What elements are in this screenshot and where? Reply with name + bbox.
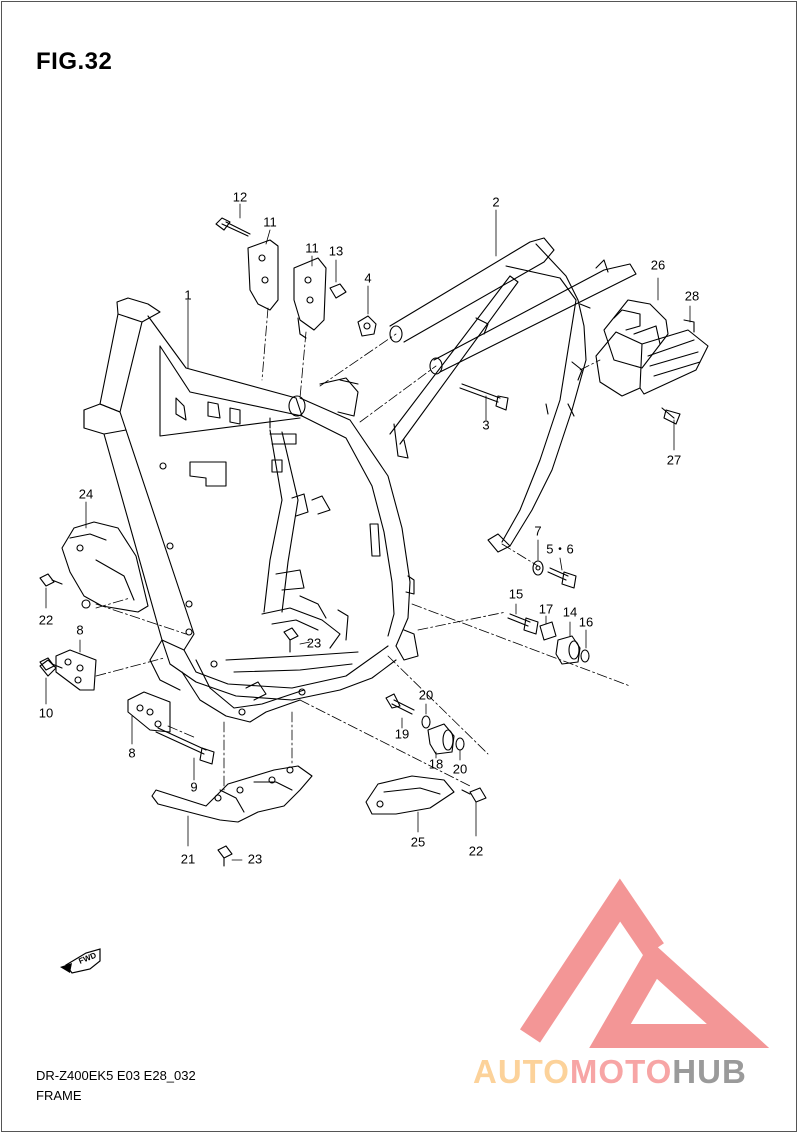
callout-label: 16 xyxy=(578,614,594,630)
automotohub-logo-icon xyxy=(519,878,770,1048)
callout-label: 7 xyxy=(534,523,542,539)
callout-label: 25 xyxy=(410,834,426,850)
figure-title: FIG.32 xyxy=(36,48,113,75)
callout-label: 21 xyxy=(180,851,196,867)
callout-label: 22 xyxy=(468,843,484,859)
callout-label: 19 xyxy=(394,726,410,742)
callout-label: 8 xyxy=(76,622,84,638)
watermark-auto: AUTO xyxy=(473,1053,570,1090)
callout-label: 23 xyxy=(306,635,322,651)
fasteners xyxy=(39,217,681,867)
callout-label: 11 xyxy=(305,240,319,256)
engine-mount-upper xyxy=(55,649,97,691)
callout-label: 20 xyxy=(418,687,434,703)
frame-guard-right xyxy=(365,775,455,815)
callout-label: 15 xyxy=(508,586,524,602)
callout-label: 3 xyxy=(482,417,490,433)
callout-label: 20 xyxy=(452,761,468,777)
leader-lines xyxy=(45,203,691,861)
fwd-arrow-badge: FWD xyxy=(60,948,101,974)
battery-box xyxy=(595,299,709,397)
model-code: DR-Z400EK5 E03 E28_032 xyxy=(36,1068,196,1083)
callout-label: 1 xyxy=(184,287,192,303)
callout-label: 2 xyxy=(492,194,500,210)
callout-label: 4 xyxy=(364,270,372,286)
callout-label: 5・6 xyxy=(546,541,574,557)
engine-mount-lower xyxy=(127,691,171,733)
frame-guard-left xyxy=(61,521,149,613)
callout-label: 27 xyxy=(666,452,682,468)
seat-rail xyxy=(389,237,637,553)
watermark-moto: MOTO xyxy=(569,1053,673,1090)
watermark-hub: HUB xyxy=(672,1053,747,1090)
engine-bracket-right xyxy=(293,257,327,339)
section-title: FRAME xyxy=(36,1088,82,1103)
callout-label: 9 xyxy=(190,779,198,795)
skid-plate xyxy=(151,765,313,823)
callout-label: 11 xyxy=(263,214,277,230)
main-frame xyxy=(83,297,419,723)
callout-label: 14 xyxy=(562,604,578,620)
callout-label: 17 xyxy=(538,601,554,617)
callout-label: 8 xyxy=(128,745,136,761)
callout-label: 10 xyxy=(38,705,54,721)
callout-label: 26 xyxy=(650,257,666,273)
engine-bracket-left xyxy=(247,239,279,311)
callout-label: 22 xyxy=(38,612,54,628)
callout-label: 28 xyxy=(684,288,700,304)
callout-label: 18 xyxy=(428,756,444,772)
callout-label: 12 xyxy=(232,189,248,205)
callout-label: 13 xyxy=(328,243,344,259)
callout-label: 23 xyxy=(247,851,263,867)
callout-label: 24 xyxy=(78,486,94,502)
watermark-text: AUTOMOTOHUB xyxy=(473,1053,747,1091)
